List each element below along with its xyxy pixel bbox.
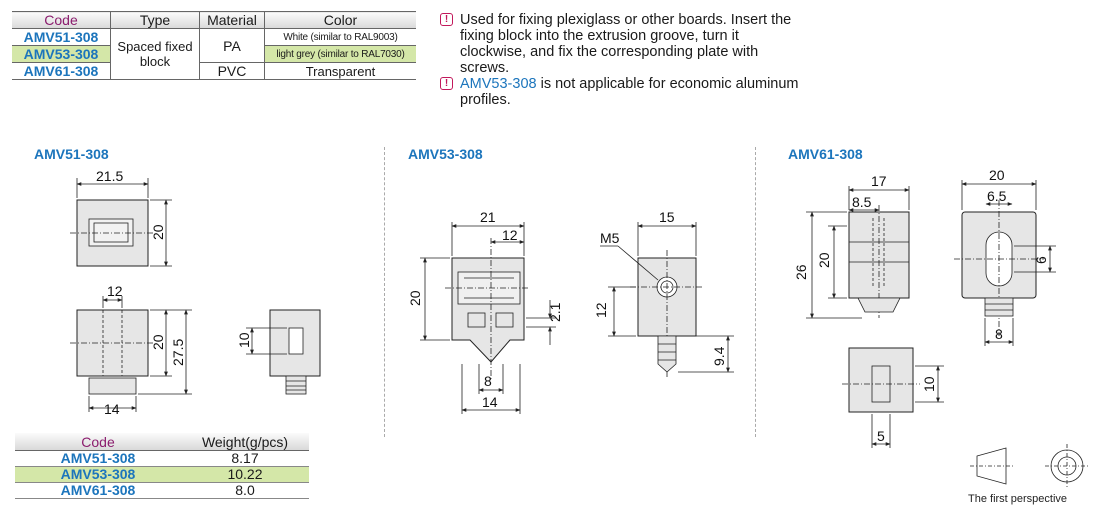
amv61-bottom-view: [842, 347, 944, 448]
first-angle-symbol: [970, 444, 1089, 488]
weight-row: AMV51-308 8.17: [15, 450, 309, 467]
spec-code: AMV51-308: [12, 28, 111, 46]
dim-text: 10: [921, 376, 937, 392]
spec-material: PA: [199, 28, 265, 63]
amv51-side-view: [246, 309, 321, 395]
amv61-side-view: [954, 180, 1056, 346]
weight-table: Code Weight(g/pcs) AMV51-308 8.17 AMV53-…: [15, 433, 309, 499]
amv51-front-view: [70, 296, 192, 412]
dim-text: 20: [407, 290, 423, 306]
spec-material: PVC: [199, 62, 265, 80]
spec-type: Spaced fixed block: [110, 28, 200, 80]
dim-text: 8: [995, 326, 1003, 342]
amv51-top-view: [70, 178, 172, 267]
spec-code: AMV61-308: [12, 62, 111, 80]
section-divider: [755, 147, 756, 437]
amv53-side-view: [600, 222, 734, 378]
dim-text: 12: [502, 227, 518, 243]
dim-text: 9.4: [711, 346, 727, 366]
dim-text: 12: [107, 283, 123, 299]
drawing-title-amv61: AMV61-308: [788, 146, 863, 162]
dim-text: 20: [150, 334, 166, 350]
dim-text: 21.5: [96, 168, 123, 184]
spec-row: AMV51-308 Spaced fixed block PA White (s…: [12, 28, 416, 80]
dim-text: 8: [484, 373, 492, 389]
dim-text: 6: [1033, 256, 1049, 264]
amv53-front-view: [420, 222, 556, 414]
note-1: ! Used for fixing plexiglass or other bo…: [440, 12, 800, 76]
weight-code: AMV61-308: [15, 482, 181, 499]
warning-icon: !: [440, 13, 453, 26]
dim-text: 14: [104, 401, 120, 417]
note-2: ! AMV53-308 is not applicable for econom…: [440, 76, 800, 108]
dim-text: 21: [480, 209, 496, 225]
drawing-title-amv51: AMV51-308: [34, 146, 109, 162]
spec-color: Transparent: [264, 62, 416, 80]
dim-text: 20: [150, 224, 166, 240]
spec-table: Code Type Material Color AMV51-308 Space…: [12, 11, 416, 80]
section-divider: [384, 147, 385, 437]
weight-code: AMV51-308: [15, 450, 181, 467]
notes: ! Used for fixing plexiglass or other bo…: [440, 12, 800, 108]
dim-text: 20: [989, 167, 1005, 183]
dim-text: 8.5: [852, 194, 872, 210]
weight-value: 8.17: [181, 450, 309, 467]
dim-text: 12: [593, 302, 609, 318]
dim-text: 20: [816, 252, 832, 268]
spec-row: AMV53-308 light grey (similar to RAL7030…: [12, 45, 416, 63]
weight-value: 8.0: [181, 482, 309, 499]
dim-text: 27.5: [170, 339, 186, 366]
dim-text: M5: [600, 230, 620, 246]
weight-row: AMV61-308 8.0: [15, 482, 309, 499]
weight-row: AMV53-308 10.22: [15, 466, 309, 483]
perspective-label: The first perspective: [968, 493, 1068, 505]
col-code: Code: [12, 11, 111, 29]
dim-text: 10: [236, 332, 252, 348]
amv61-front-view: [806, 186, 910, 319]
weight-code: AMV53-308: [15, 466, 181, 483]
spec-row: AMV61-308 PVC Transparent: [12, 62, 416, 80]
col-material: Material: [199, 11, 265, 29]
drawing-title-amv53: AMV53-308: [408, 146, 483, 162]
spec-code: AMV53-308: [12, 45, 111, 63]
dim-text: 26: [793, 264, 809, 280]
col-color: Color: [264, 11, 416, 29]
weight-value: 10.22: [181, 466, 309, 483]
dim-text: 2.1: [547, 302, 563, 322]
dim-text: 5: [877, 428, 885, 444]
dim-text: 6.5: [987, 188, 1007, 204]
dim-text: 17: [871, 173, 887, 189]
col-weight: Weight(g/pcs): [181, 433, 309, 451]
dim-text: 14: [482, 394, 498, 410]
dim-text: 15: [659, 209, 675, 225]
warning-icon: !: [440, 77, 453, 90]
col-code: Code: [15, 433, 181, 451]
